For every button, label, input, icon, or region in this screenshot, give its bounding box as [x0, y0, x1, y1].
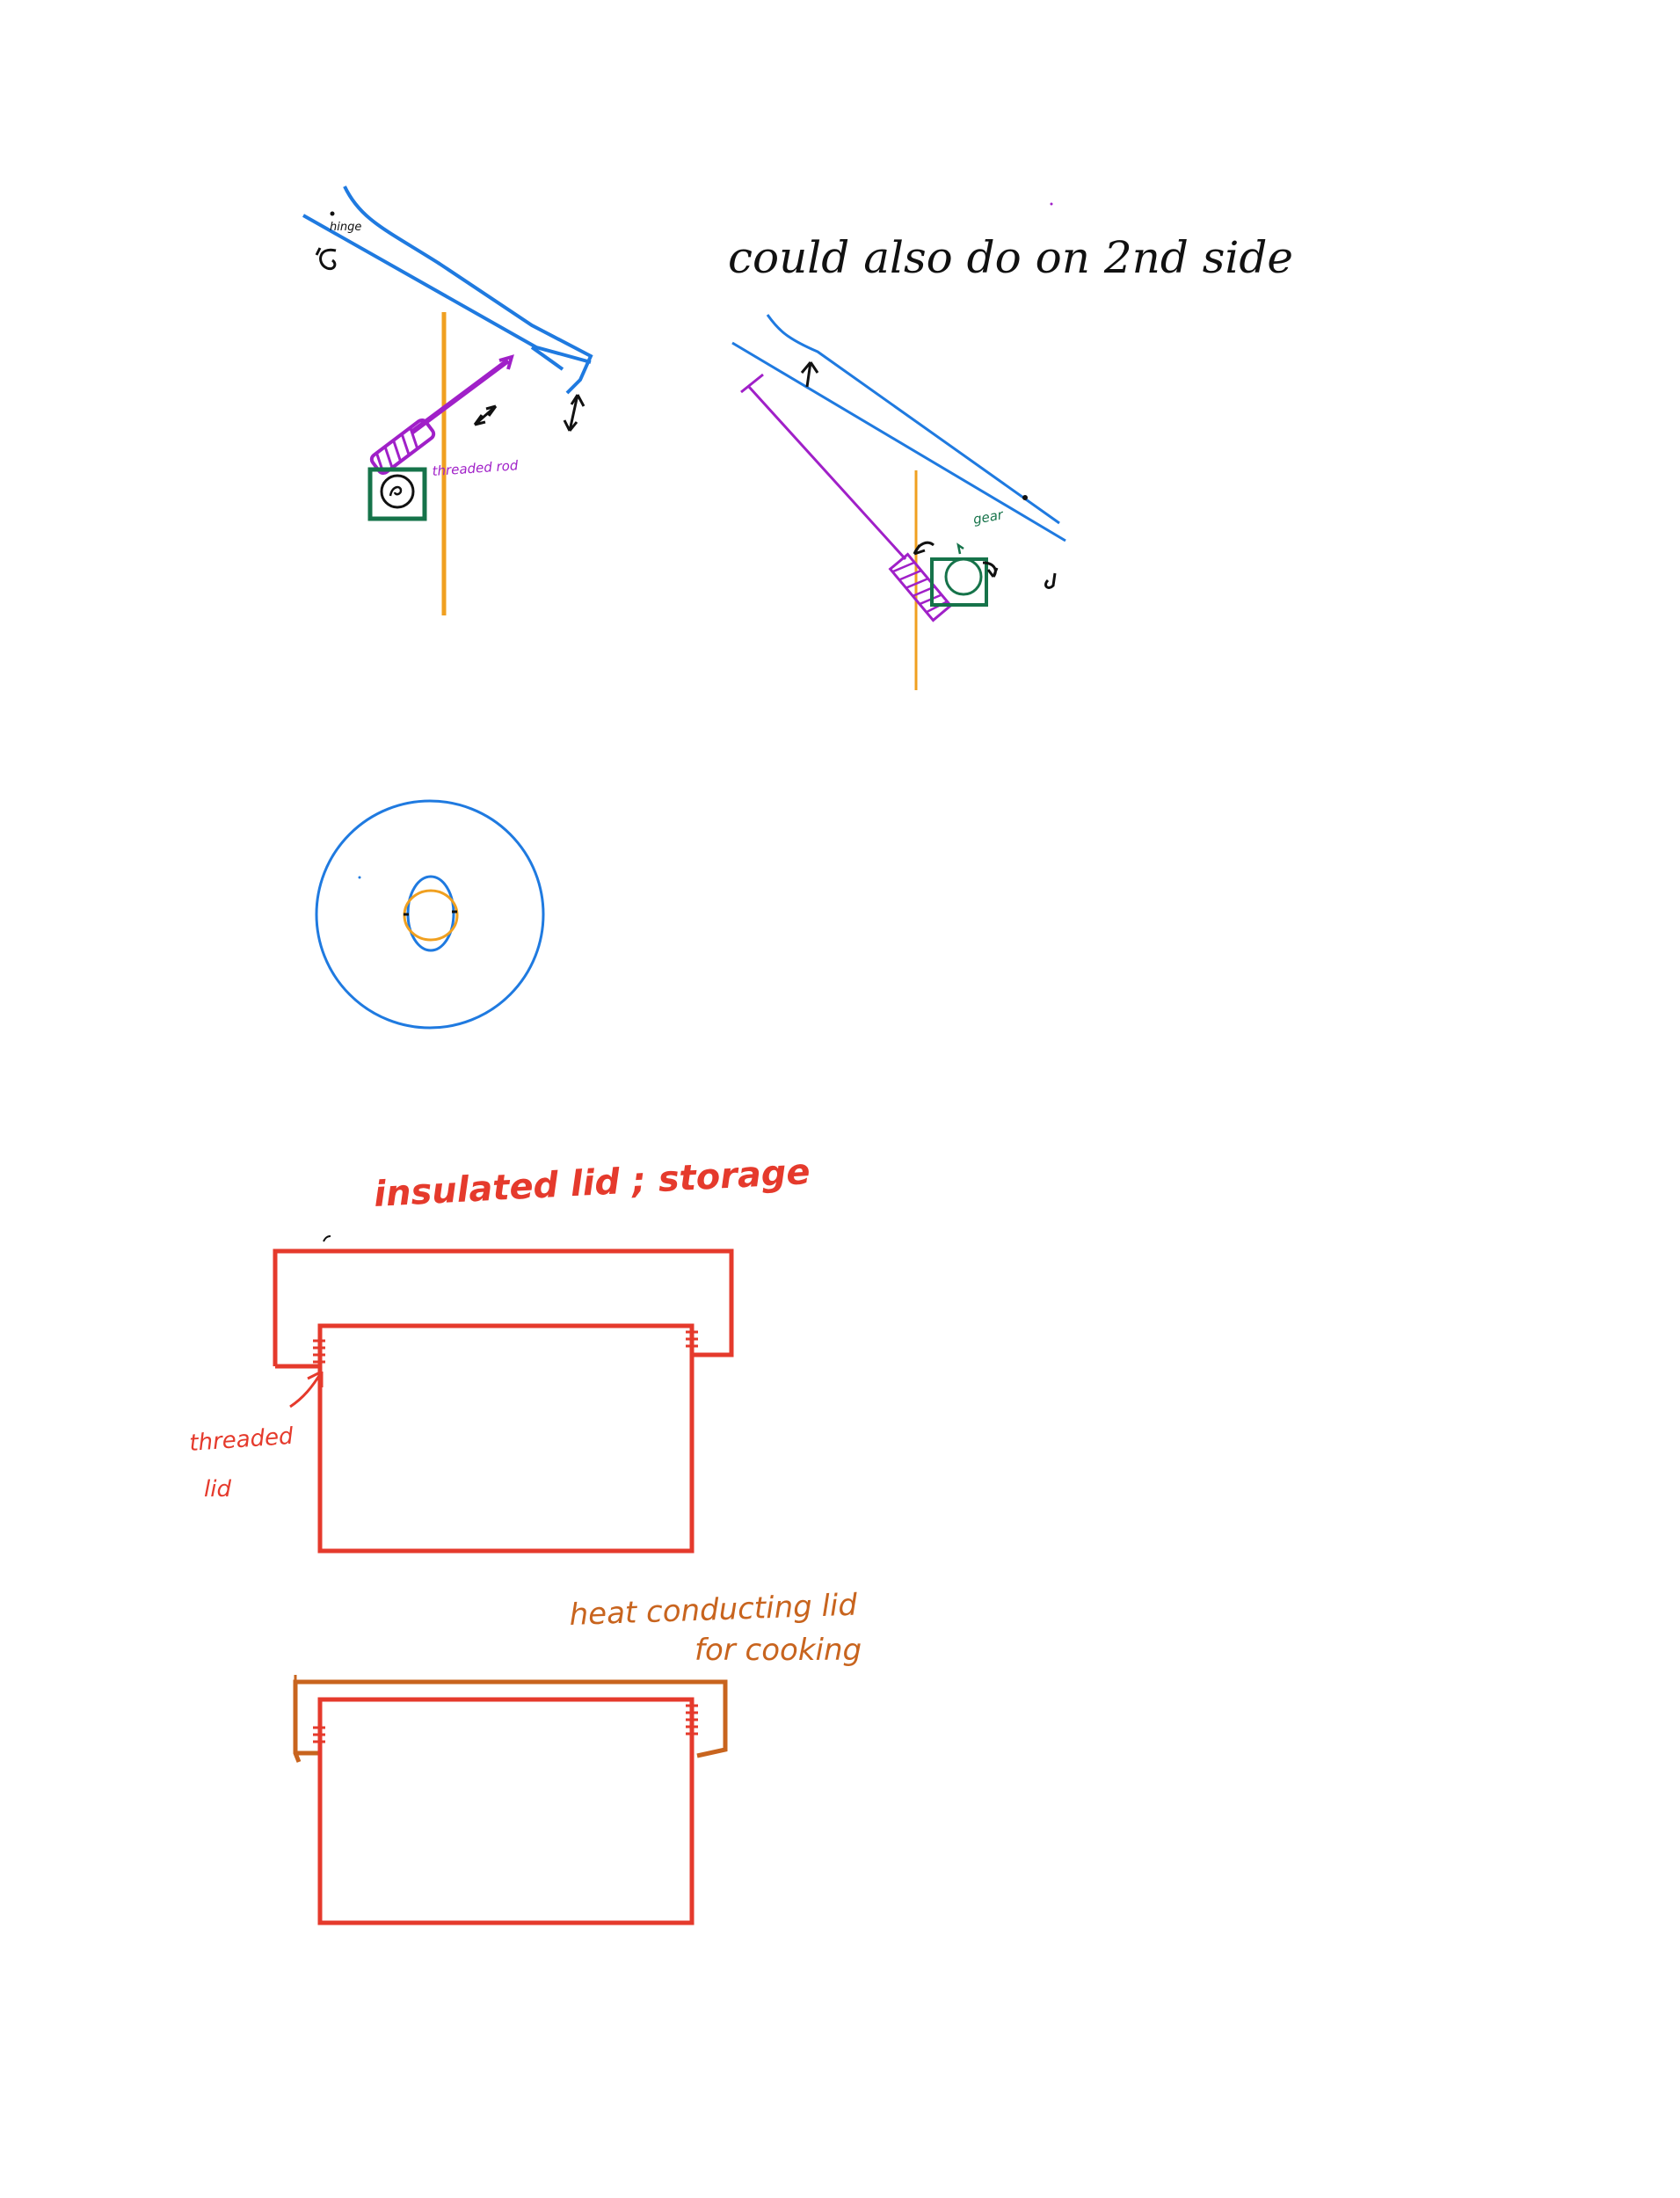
gear-right-arrow-icon	[982, 561, 999, 578]
hook-mark-icon	[1044, 572, 1057, 589]
lid-fill-stroke	[530, 346, 564, 371]
lid-motion-arrow-icon	[563, 394, 585, 432]
rotation-arrow-icon	[315, 247, 337, 271]
stray-dot-2	[358, 876, 361, 879]
gear-wheel-2	[944, 557, 983, 596]
threaded-arrow-icon	[289, 1370, 324, 1408]
rod-motion-arrow-icon	[473, 404, 498, 426]
outer-circle	[315, 799, 545, 1030]
cooking-container	[317, 1697, 695, 1925]
threaded-rod-2	[747, 385, 907, 561]
motor-box	[367, 467, 427, 521]
thread-left	[313, 1339, 325, 1364]
lid-up-arrow-icon	[800, 361, 819, 388]
cooking-thread-right	[686, 1704, 698, 1736]
threaded-label-line2: lid	[204, 1476, 231, 1503]
inner-circle-orange	[403, 889, 459, 942]
alternate-side-note: could also do on 2nd side	[728, 232, 1293, 283]
cooking-lid	[293, 1679, 728, 1763]
rod-sleeve	[369, 418, 436, 476]
lid-lower-edge-2	[731, 341, 1066, 542]
lid-lower-edge	[302, 214, 592, 364]
dot-marker	[1022, 495, 1028, 500]
rod-attach-tip	[498, 354, 514, 370]
tick-mark	[323, 1235, 331, 1242]
lid-upper-edge	[343, 186, 593, 395]
sketch-3-top-view	[315, 799, 545, 1030]
gear-wheel	[380, 474, 415, 509]
gear-pointer-icon	[956, 542, 964, 555]
stray-dot	[1050, 202, 1053, 206]
sketch-1-hinge-mechanism: hinge threaded rod	[302, 186, 593, 615]
cooking-thread-left	[313, 1726, 325, 1743]
rod-sleeve-2	[888, 552, 953, 622]
threaded-label-line1: threaded	[188, 1423, 295, 1457]
insulated-lid	[273, 1248, 734, 1366]
rod-attach-bracket-2	[740, 373, 764, 394]
threaded-rod	[410, 358, 510, 435]
sketch-5-cooking-lid: heat conducting lid for cooking	[293, 1588, 862, 1925]
cooking-lid-title-line2: for cooking	[695, 1633, 862, 1668]
gear-label: gear	[972, 506, 1006, 528]
storage-container	[317, 1323, 695, 1554]
cooking-lid-title-line1: heat conducting lid	[569, 1588, 858, 1633]
sketch-4-insulated-lid: insulated lid ; storage threaded lid	[188, 1152, 811, 1554]
hinge-label: hinge	[330, 221, 361, 234]
gear-rotation-icon	[389, 485, 403, 497]
gear-left-arrow-icon	[913, 541, 935, 556]
insulated-lid-title: insulated lid ; storage	[373, 1152, 811, 1215]
hinge-point	[330, 211, 335, 216]
thread-right	[686, 1330, 698, 1348]
lid-upper-edge-2	[766, 314, 1060, 525]
sketch-2-alternate-side: could also do on 2nd side gear	[728, 202, 1293, 690]
